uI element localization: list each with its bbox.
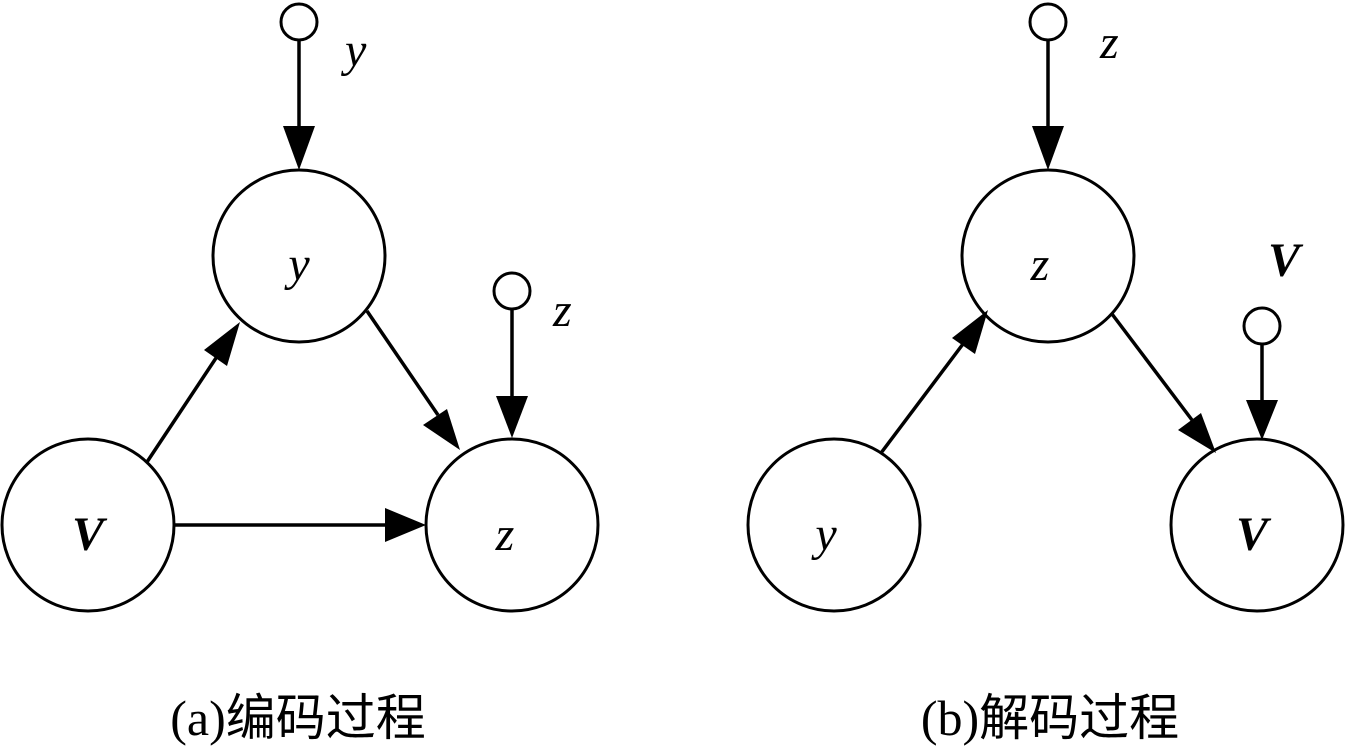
panel-a-input-y-marker [279, 2, 319, 42]
panel-b-arrowhead-input-z [1032, 126, 1064, 170]
panel-b-node-y-label: y [810, 508, 837, 561]
panel-b-node-z-label: z [1030, 238, 1050, 291]
panel-b-arrowhead-z-to-v [1178, 413, 1216, 453]
panel-b-edge-z-to-v [1110, 312, 1194, 422]
panel-a-input-y-label: y [340, 24, 367, 77]
panel-b-caption: (b)解码过程 [921, 690, 1179, 746]
panel-a-arrowhead-input-y [283, 126, 315, 170]
panel-b-input-v-marker [1242, 306, 1282, 346]
panel-b-input-v-label: V [1268, 234, 1304, 287]
panel-a-edge-y-to-z [365, 310, 440, 416]
panel-b-input-z-marker [1028, 2, 1068, 42]
panel-b-arrowhead-y-to-z [952, 310, 988, 354]
panel-b-node-v [1169, 437, 1345, 613]
panel-a-arrowhead-v-to-z [385, 508, 426, 542]
panel-a-node-z-label: z [495, 508, 515, 561]
panel-a-input-z-label: z [552, 284, 572, 337]
panel-a-edge-v-to-y [145, 351, 222, 463]
panel-b-node-z [960, 168, 1136, 344]
panel-a-arrowhead-y-to-z [423, 409, 460, 450]
panel-b-node-v-label: V [1236, 508, 1272, 561]
panel-b-arrowhead-input-v [1246, 400, 1278, 440]
panel-a-arrowhead-input-z [496, 396, 528, 438]
panel-a-node-y [211, 168, 387, 344]
panel-b-input-z-label: z [1099, 16, 1119, 69]
panel-b-node-y [746, 437, 922, 613]
panel-b-edge-y-to-z [879, 338, 968, 455]
panel-a-arrowhead-v-to-y [204, 322, 240, 366]
panel-a-caption: (a)编码过程 [170, 690, 426, 746]
panel-b: z z V y V (b)解码过程 [746, 2, 1345, 746]
panel-a: y y z V z (a)编码过程 [0, 2, 600, 746]
panel-a-input-z-marker [492, 271, 532, 311]
panel-a-node-v-label: V [72, 508, 108, 561]
panel-a-node-y-label: y [283, 238, 310, 291]
